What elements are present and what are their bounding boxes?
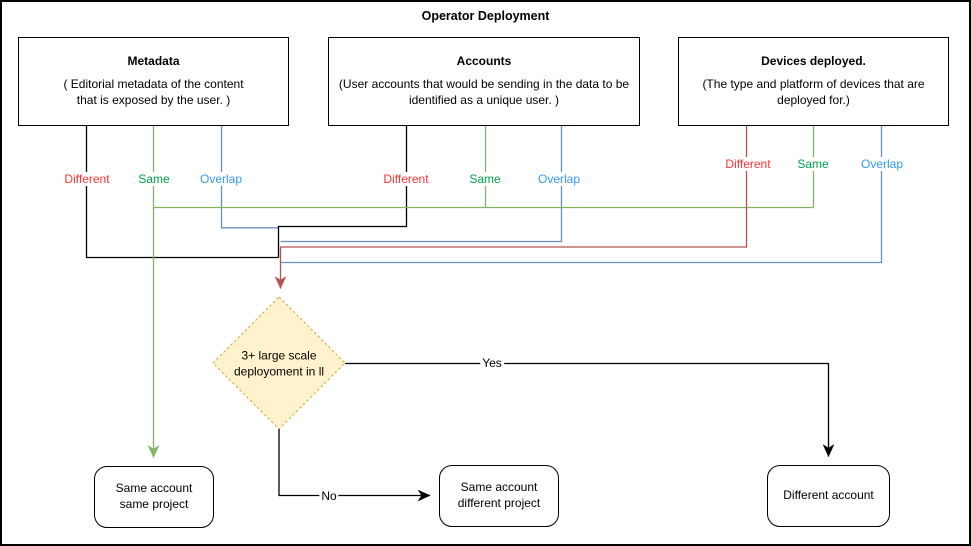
node-accounts: Accounts (User accounts that would be se… [328,37,640,126]
metadata-different-label: Different [62,172,112,186]
metadata-same-label: Same [136,172,172,186]
yes-branch-label: Yes [480,356,504,370]
accounts-overlap-label: Overlap [535,172,583,186]
outcome-same-account-same-project: Same account same project [94,466,214,528]
decision-diamond-label: 3+ large scale deployoment in ll [233,348,325,378]
node-devices: Devices deployed. (The type and platform… [678,37,949,126]
devices-different-label: Different [723,157,773,171]
no-branch-label: No [319,489,339,503]
outcome-same-account-different-project: Same account different project [439,465,559,527]
accounts-different-label: Different [381,172,431,186]
node-metadata-description: ( Editorial metadata of the content that… [63,77,244,107]
node-devices-description: (The type and platform of devices that a… [702,77,925,107]
metadata-overlap-label: Overlap [197,172,245,186]
node-accounts-title: Accounts [456,54,512,69]
outcome-different-account: Different account [767,465,890,527]
node-metadata-title: Metadata [127,54,180,69]
devices-same-label: Same [795,157,831,171]
node-metadata: Metadata ( Editorial metadata of the con… [18,37,289,126]
accounts-same-label: Same [467,172,503,186]
diagram-title: Operator Deployment [421,9,550,23]
node-accounts-description: (User accounts that would be sending in … [338,77,630,107]
node-devices-title: Devices deployed. [761,54,866,69]
devices-overlap-label: Overlap [858,157,906,171]
